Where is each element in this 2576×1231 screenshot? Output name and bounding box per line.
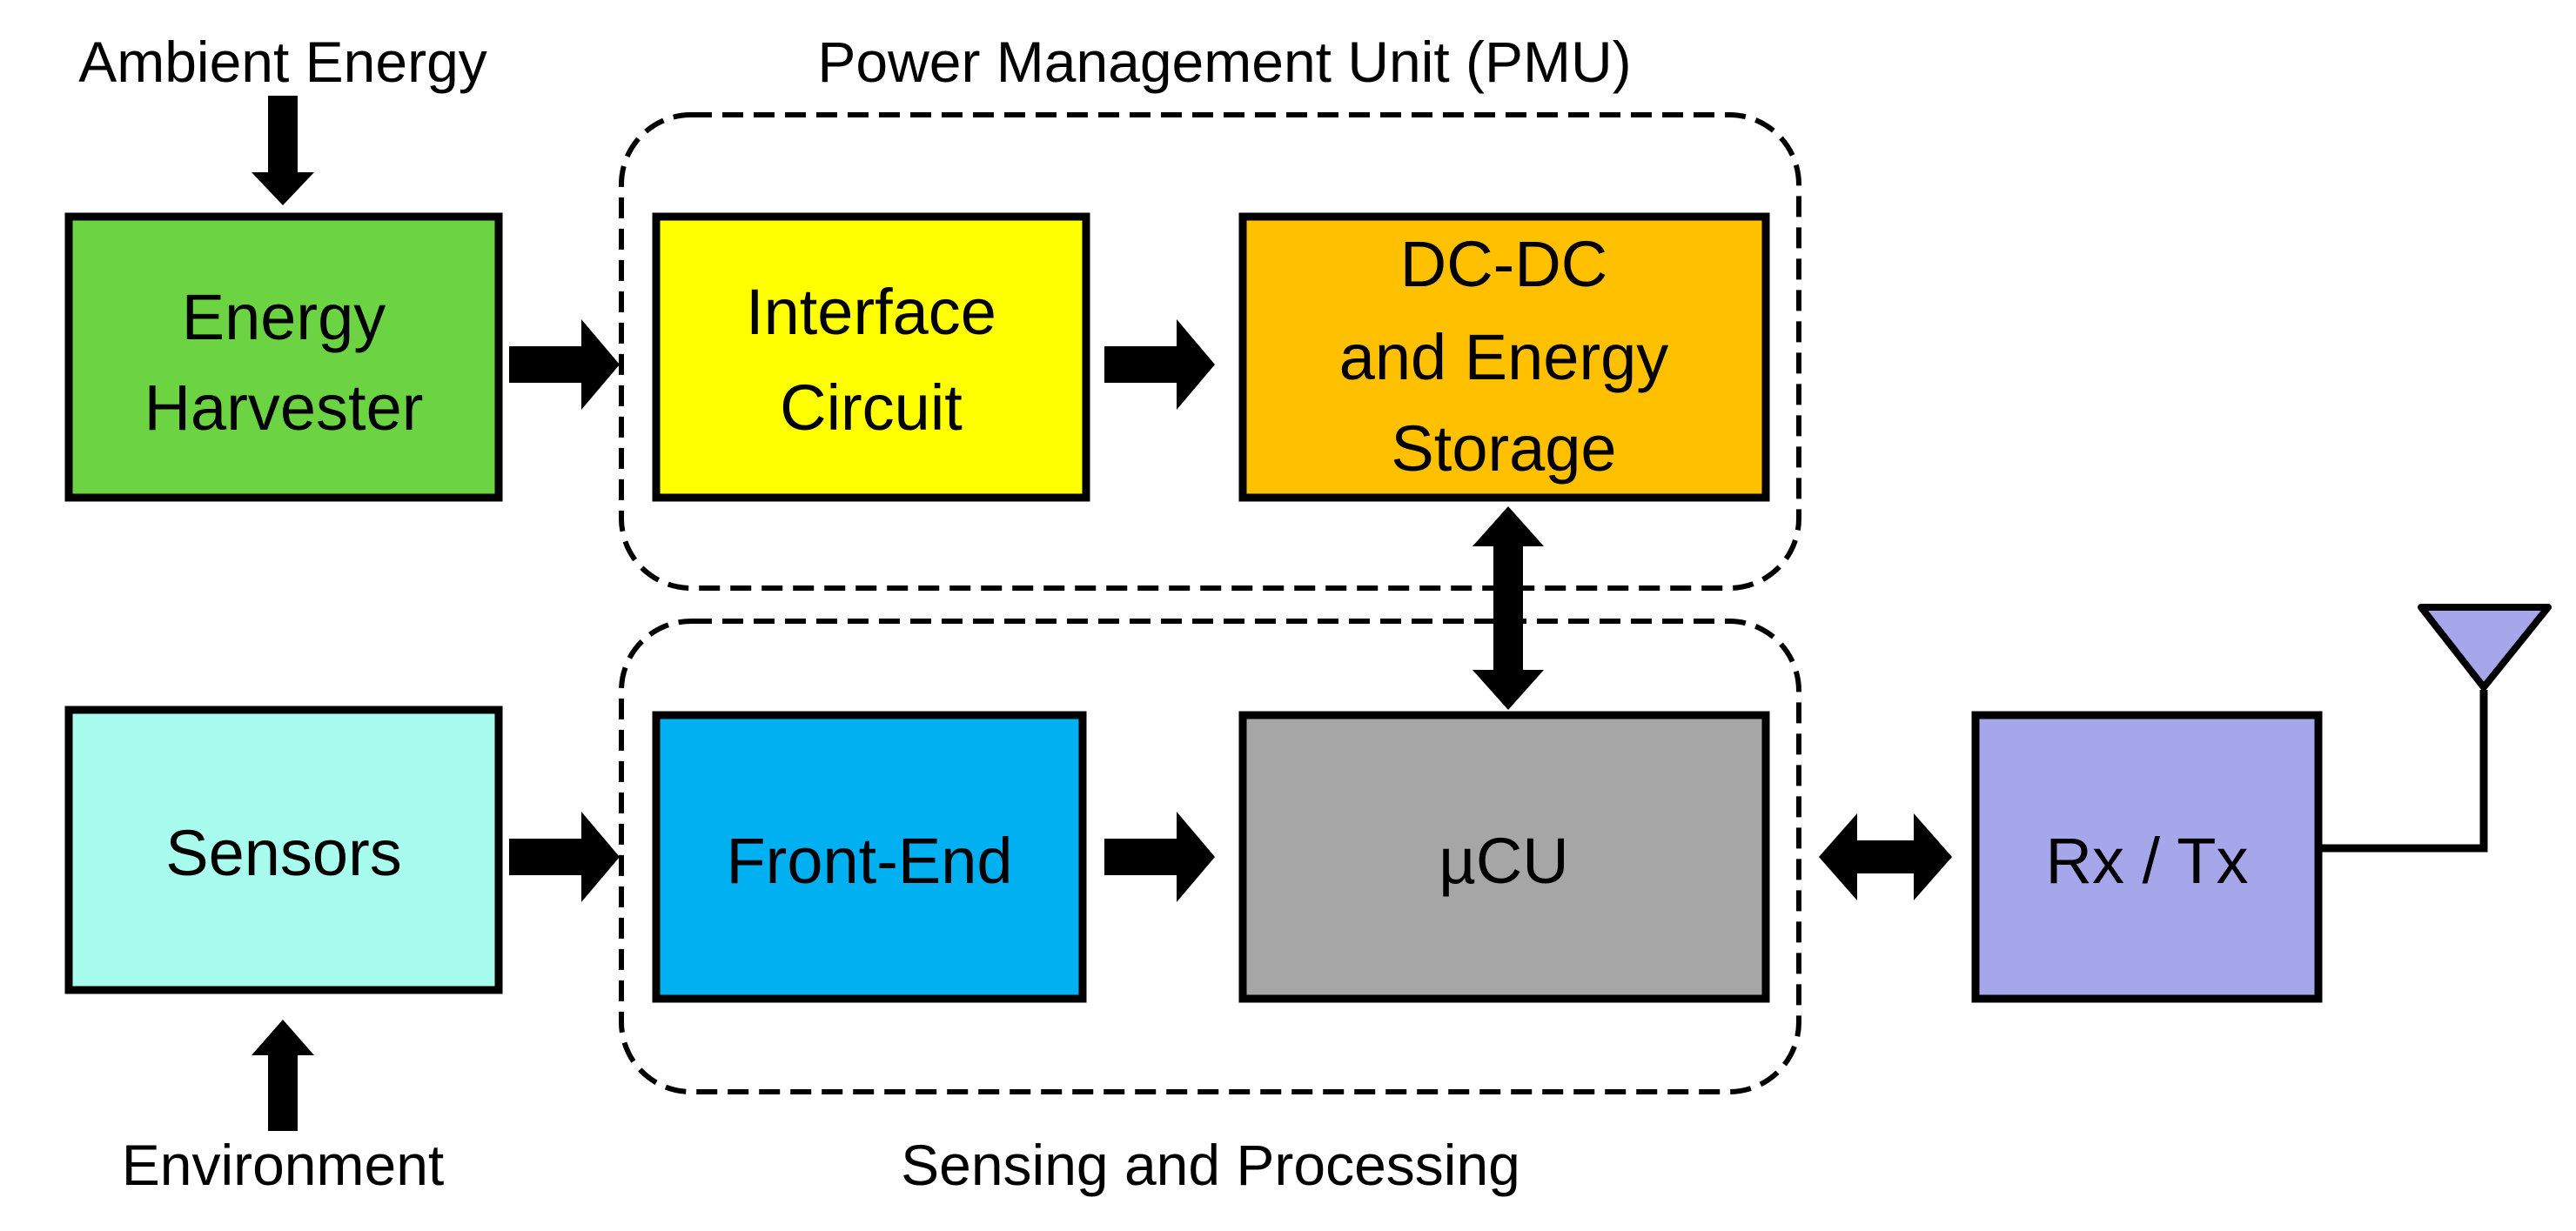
- harvester-to-interface-arrow: [509, 319, 620, 410]
- mcu-label: µCU: [1439, 825, 1569, 897]
- pmu-group-border: [619, 112, 1801, 591]
- environment-label: Environment: [122, 1133, 445, 1197]
- sensors-label: Sensors: [165, 817, 401, 889]
- mcu-block: µCU: [1238, 711, 1770, 1003]
- rx-tx-block: Rx / Tx: [1971, 711, 2323, 1003]
- dcdc-mcu-bidirectional-arrow: [1472, 506, 1544, 710]
- pmu-group-label: Power Management Unit (PMU): [817, 30, 1631, 94]
- energy-harvester-block: Energy Harvester: [64, 212, 503, 502]
- ambient-to-harvester-arrow: [252, 96, 314, 205]
- dcdc-label-line2: and Energy: [1339, 321, 1669, 393]
- dcdc-label-line3: Storage: [1391, 412, 1616, 485]
- sensing-group-border: [619, 619, 1801, 1094]
- interface-circuit-block: Interface Circuit: [652, 212, 1090, 502]
- interface-to-dcdc-arrow: [1104, 319, 1215, 410]
- front-end-label: Front-End: [726, 825, 1012, 897]
- frontend-to-mcu-arrow: [1104, 812, 1215, 902]
- rx-tx-label: Rx / Tx: [2046, 825, 2249, 897]
- front-end-block: Front-End: [652, 711, 1087, 1003]
- interface-circuit-label-line1: Interface: [746, 276, 996, 348]
- dcdc-label-line1: DC-DC: [1400, 228, 1607, 300]
- environment-to-sensors-arrow: [252, 1020, 314, 1131]
- interface-circuit-label-line2: Circuit: [780, 371, 963, 444]
- sensors-block: Sensors: [64, 706, 503, 994]
- energy-harvester-label-line1: Energy: [182, 281, 386, 353]
- dcdc-energy-storage-block: DC-DC and Energy Storage: [1238, 212, 1770, 502]
- sensing-group-label: Sensing and Processing: [901, 1133, 1520, 1197]
- sensors-to-frontend-arrow: [509, 812, 620, 902]
- antenna-icon: [2322, 604, 2552, 853]
- ambient-energy-label: Ambient Energy: [78, 30, 487, 94]
- energy-harvester-label-line2: Harvester: [144, 371, 424, 444]
- mcu-rxtx-bidirectional-arrow: [1819, 813, 1952, 900]
